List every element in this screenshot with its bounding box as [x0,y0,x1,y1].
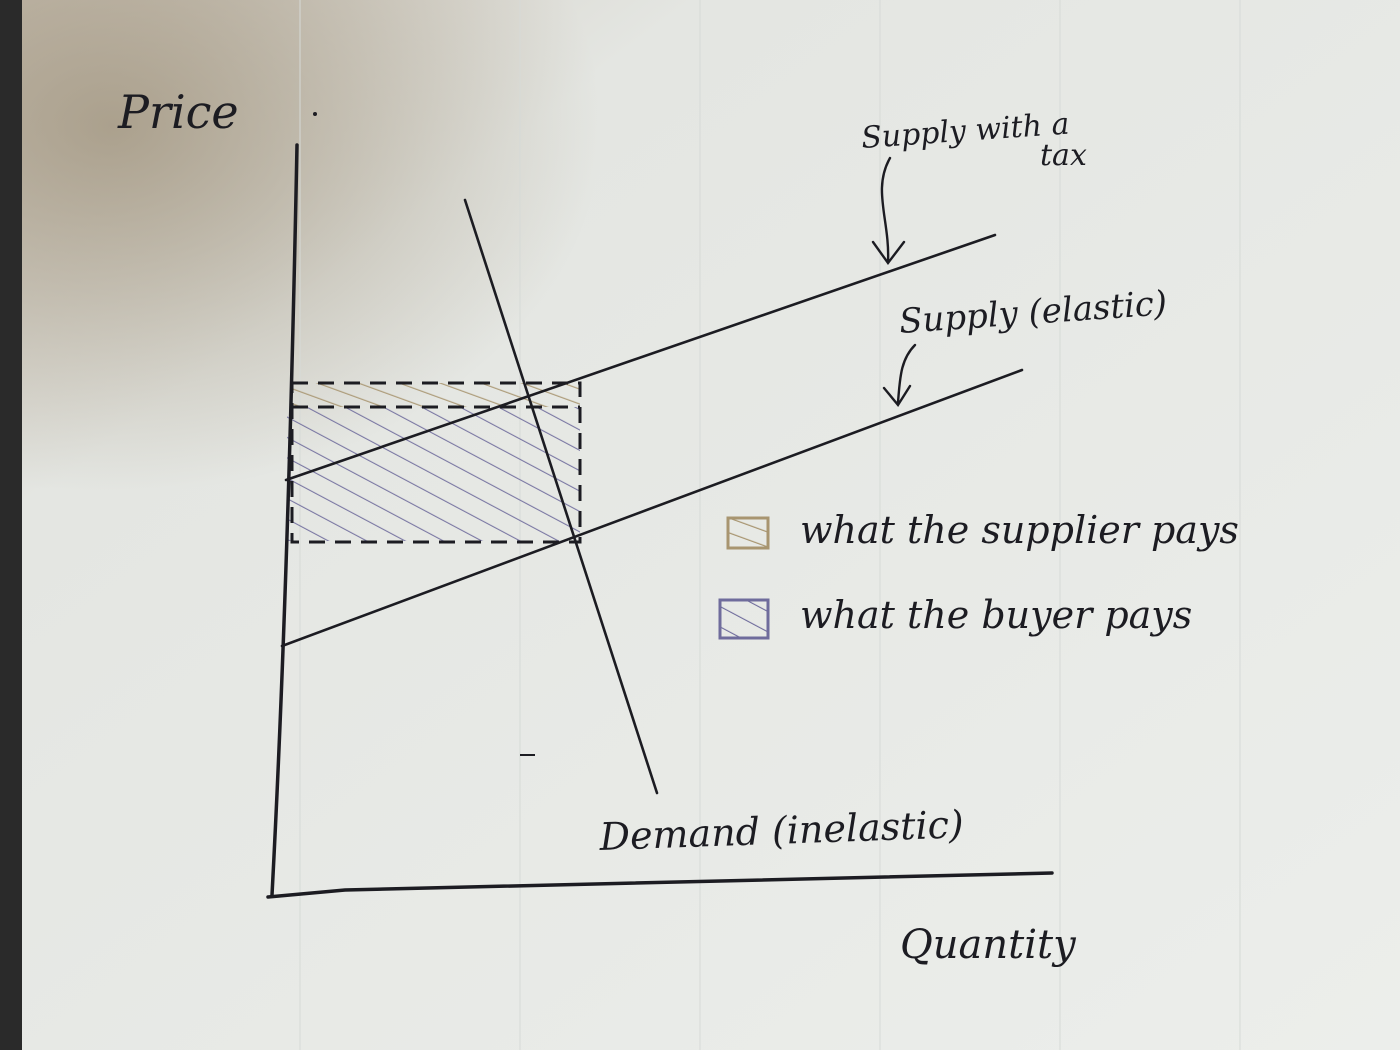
legend-item-buyer: what the buyer pays [718,593,1192,640]
legend-item-supplier: what the supplier pays [726,508,1239,552]
x-axis [266,871,1054,899]
axis-x-label: Quantity [900,922,1077,968]
supply-elastic-line [280,368,1024,648]
demand-inelastic-line [463,198,659,795]
supply-arrow-icon [882,343,917,408]
axes [266,143,1054,899]
legend-label-supplier: what the supplier pays [800,508,1239,552]
tax-arrow-icon [871,156,906,266]
supplier-tax-region [292,383,580,407]
supply-tax-label-line2: tax [1040,138,1087,173]
pen-dot [313,112,317,116]
dark-edge [0,0,22,1050]
legend-label-buyer: what the buyer pays [800,593,1192,637]
buyer-swatch-icon [718,598,770,640]
supplier-swatch-icon [726,516,770,550]
axis-y-label: Price [117,85,239,139]
buyer-tax-region [287,407,580,541]
y-axis [270,143,299,897]
supply-with-tax-line [284,233,997,482]
legend: what the supplier pays what the buyer pa… [718,508,1239,640]
